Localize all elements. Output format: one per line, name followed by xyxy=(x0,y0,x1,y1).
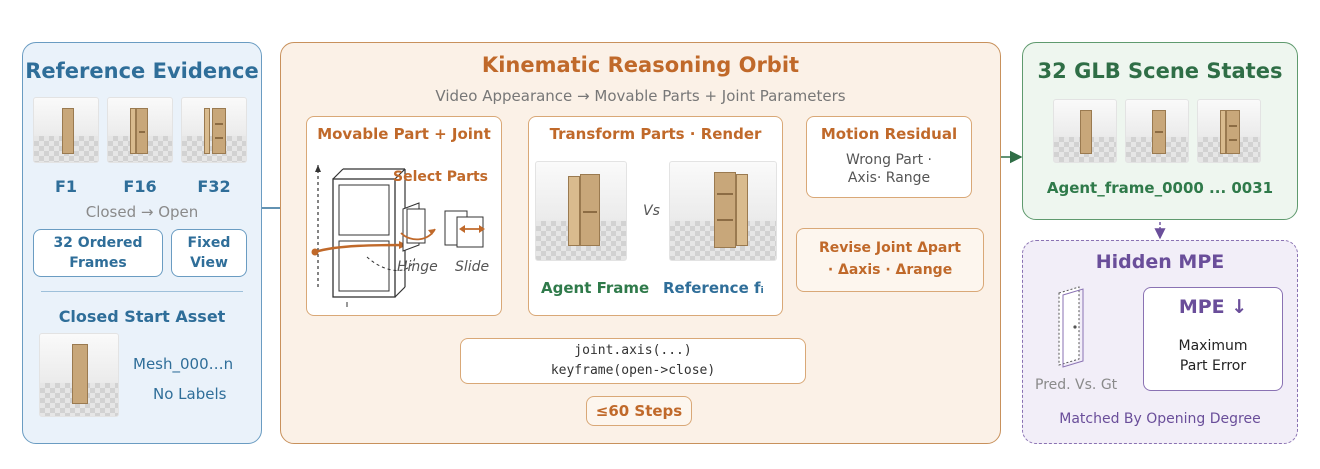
reference-frame-image xyxy=(669,161,777,261)
fixed-view-label: Fixed View xyxy=(187,235,231,271)
orbit-title: Kinematic Reasoning Orbit xyxy=(481,53,800,77)
movable-part-joint-box: Movable Part + Joint Select Parts Hinge … xyxy=(306,116,502,316)
cabinet-sketch-icon xyxy=(311,165,416,307)
frame-label-f1: F1 xyxy=(54,177,78,196)
code-box: joint.axis(...) keyframe(open->close) xyxy=(460,338,806,384)
hinge-icon xyxy=(400,202,436,252)
frame-label-f32: F32 xyxy=(197,177,231,196)
glb-scene-states-panel: 32 GLB Scene States Agent_frame_0000 ...… xyxy=(1022,42,1298,220)
motion-residual-title: Motion Residual xyxy=(820,125,958,143)
hinge-label: Hinge xyxy=(397,259,438,275)
mpe-metric-box: MPE ↓ Maximum Part Error xyxy=(1143,287,1283,391)
steps-label: ≤60 Steps xyxy=(595,402,683,420)
mpe-metric-desc: Maximum Part Error xyxy=(1178,338,1248,374)
ordered-frames-box: 32 Ordered Frames xyxy=(33,229,163,277)
pred-vs-gt-label: Pred. Vs. Gt xyxy=(1035,377,1118,393)
orbit-subtitle: Video Appearance → Movable Parts + Joint… xyxy=(435,87,846,105)
no-labels-label: No Labels xyxy=(153,385,227,403)
glb-state-1-image xyxy=(1053,99,1117,163)
reference-frame-label: Reference fᵢ xyxy=(663,279,764,297)
vs-label: Vs xyxy=(643,203,660,219)
transform-render-title: Transform Parts · Render xyxy=(549,125,762,143)
glb-caption: Agent_frame_0000 ... 0031 xyxy=(1046,179,1274,197)
hidden-mpe-panel: Hidden MPE Pred. Vs. Gt MPE ↓ Maximum Pa… xyxy=(1022,240,1298,444)
reference-frame-f16-image xyxy=(107,97,173,163)
agent-frame-label: Agent Frame xyxy=(541,279,650,297)
steps-box: ≤60 Steps xyxy=(586,396,692,426)
code-line-1: joint.axis(...) xyxy=(574,343,692,358)
reference-frame-f32-image xyxy=(181,97,247,163)
revise-joint-label: Revise Joint Δpart · Δaxis · Δrange xyxy=(819,240,961,278)
agent-frame-image xyxy=(535,161,627,261)
glb-state-3-image xyxy=(1197,99,1261,163)
pred-vs-gt-icon xyxy=(1058,286,1084,368)
frame-label-f16: F16 xyxy=(123,177,157,196)
reference-divider xyxy=(41,291,243,292)
reference-frame-f1-image xyxy=(33,97,99,163)
transform-render-box: Transform Parts · Render Vs Agent Frame … xyxy=(528,116,783,316)
movable-part-joint-title: Movable Part + Joint xyxy=(317,125,491,143)
reference-evidence-title: Reference Evidence xyxy=(25,59,259,83)
motion-residual-text: Wrong Part · Axis· Range xyxy=(846,152,932,186)
closed-start-asset-image xyxy=(39,333,119,417)
glb-state-2-image xyxy=(1125,99,1189,163)
mesh-label: Mesh_000…n xyxy=(133,355,234,373)
reference-evidence-panel: Reference Evidence F1 F16 F32 Closed → O… xyxy=(22,42,262,444)
mpe-metric-label: MPE ↓ xyxy=(1178,296,1248,318)
hidden-mpe-title: Hidden MPE xyxy=(1095,251,1225,273)
glb-title: 32 GLB Scene States xyxy=(1037,59,1283,83)
ordered-frames-label: 32 Ordered Frames xyxy=(53,235,143,271)
slide-icon xyxy=(444,210,485,248)
closed-start-asset-label: Closed Start Asset xyxy=(58,307,226,326)
revise-joint-box: Revise Joint Δpart · Δaxis · Δrange xyxy=(796,228,984,292)
closed-to-open-label: Closed → Open xyxy=(85,203,199,221)
select-parts-label: Select Parts xyxy=(393,169,488,185)
matched-by-opening-label: Matched By Opening Degree xyxy=(1059,411,1261,427)
slide-label: Slide xyxy=(455,259,490,275)
motion-residual-box: Motion Residual Wrong Part · Axis· Range xyxy=(806,116,972,198)
code-line-2: keyframe(open->close) xyxy=(550,363,716,378)
fixed-view-box: Fixed View xyxy=(171,229,247,277)
